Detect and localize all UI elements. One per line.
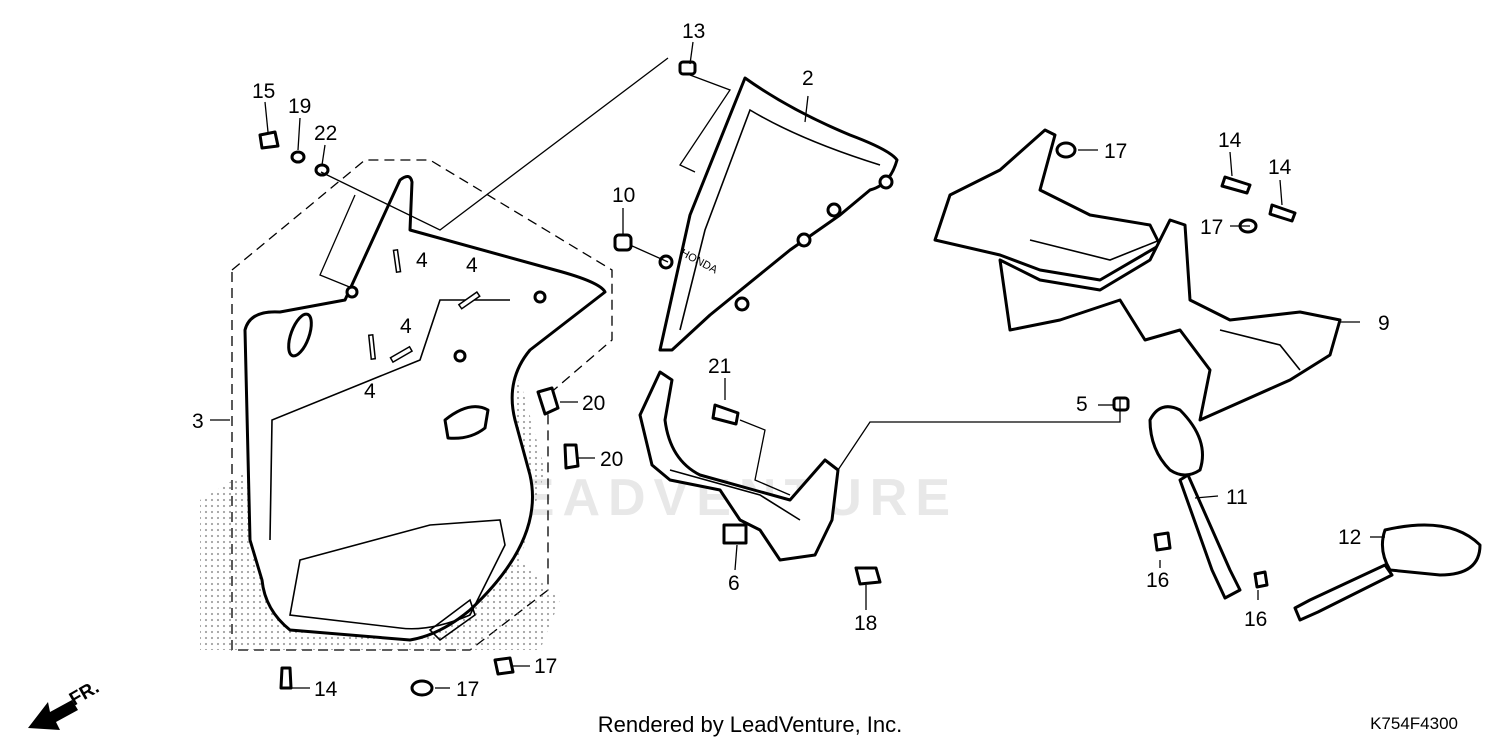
windscreen: [658, 76, 899, 352]
callout-14b: 14: [1268, 156, 1292, 179]
callout-5: 5: [1076, 393, 1088, 416]
cowl-stay-detail: [669, 469, 801, 521]
cowl-hole: [345, 285, 359, 299]
rubber-strip: [389, 345, 414, 364]
upper-cowl: [243, 175, 607, 642]
callout-4b: 4: [466, 254, 478, 277]
cowl-lower-bracket: [428, 598, 476, 642]
callout-19: 19: [288, 95, 311, 118]
bolt-16b: [1253, 570, 1269, 589]
nut-18: [854, 566, 882, 586]
bolt-21: [711, 403, 740, 426]
windscreen-hole: [878, 174, 894, 190]
windscreen-hole: [658, 254, 674, 270]
nut-10: [613, 233, 633, 252]
callout-4a: 4: [416, 249, 428, 272]
callout-22: 22: [314, 122, 337, 145]
nut-17-lower: [410, 679, 434, 697]
stay-bracket: [722, 523, 748, 545]
callout-2: 2: [802, 67, 814, 90]
inner-cowl-left: [933, 128, 1162, 282]
grommet-13: [678, 60, 697, 76]
callout-15: 15: [252, 80, 275, 103]
bolt-17-right: [493, 656, 515, 676]
callout-3: 3: [192, 410, 204, 433]
callout-20b: 20: [600, 448, 623, 471]
front-arrow-icon: [28, 700, 78, 730]
mirror-11-stem: [1178, 473, 1242, 600]
windscreen-hole: [734, 296, 750, 312]
clip-20b: [563, 443, 580, 470]
bolt-14-lower: [279, 666, 293, 690]
screw-15: [258, 130, 280, 150]
clip-14a: [1220, 175, 1252, 195]
callout-4d: 4: [364, 380, 376, 403]
callout-14-lower: 14: [314, 678, 338, 701]
rendered-by-credit: Rendered by LeadVenture, Inc.: [597, 712, 903, 737]
watermark: LEADVENTURE: [480, 469, 958, 527]
callout-11: 11: [1226, 486, 1248, 509]
rubber-strip: [392, 248, 402, 274]
callout-16a: 16: [1146, 569, 1169, 592]
grommet-5: [1112, 396, 1130, 412]
washer-19: [290, 150, 306, 164]
clip-14b: [1268, 203, 1297, 223]
cowl-inner-line: [269, 299, 510, 541]
callout-20a: 20: [582, 392, 605, 415]
rubber-strip: [367, 334, 377, 360]
cowl-side-mark: [287, 312, 313, 358]
cowl-stay-group: [638, 370, 882, 586]
windscreen-hole: [796, 232, 812, 248]
callout-12: 12: [1338, 526, 1361, 549]
bolt-16a: [1153, 531, 1172, 552]
callout-10: 10: [612, 184, 635, 207]
nut-17-upper: [1055, 141, 1077, 159]
mirror-12-stem: [1293, 563, 1394, 622]
callout-4c: 4: [400, 315, 412, 338]
cowl-vent: [443, 405, 490, 440]
callout-17-upper: 17: [1104, 140, 1127, 163]
cowl-hole: [533, 290, 547, 304]
callout-9: 9: [1378, 312, 1390, 335]
clip-20a: [536, 386, 560, 416]
callouts: 13 2 15 19 22 10 4 4 4 4 3 20 20 14 17 1…: [192, 20, 1390, 701]
callout-6: 6: [728, 572, 740, 595]
nut-22: [314, 163, 330, 177]
callout-17-mid: 17: [1200, 216, 1223, 239]
callout-17-right: 17: [534, 655, 557, 678]
callout-14a: 14: [1218, 129, 1242, 152]
mirror-11: [1148, 405, 1204, 477]
cowl-nose-opening: [289, 519, 506, 630]
cowl-hole: [453, 349, 467, 363]
inner-cowl-detail: [1029, 239, 1301, 371]
inner-cowl-group: [933, 128, 1342, 422]
callout-16b: 16: [1244, 608, 1267, 631]
mirror-12: [1380, 523, 1482, 577]
callout-21: 21: [708, 355, 731, 378]
windscreen-hole: [826, 202, 842, 218]
callout-18: 18: [854, 612, 877, 635]
windscreen-group: HONDA: [613, 60, 899, 352]
mirror-group: [1148, 405, 1482, 622]
inner-cowl-lower: [998, 218, 1342, 422]
upper-cowl-group: [200, 130, 613, 697]
windscreen-inner: [679, 108, 881, 331]
callout-17-lower: 17: [456, 678, 479, 701]
callout-13: 13: [682, 20, 705, 43]
rubber-strip: [457, 291, 481, 310]
leader-lines: [210, 41, 1385, 689]
diagram-code: K754F4300: [1370, 714, 1458, 733]
